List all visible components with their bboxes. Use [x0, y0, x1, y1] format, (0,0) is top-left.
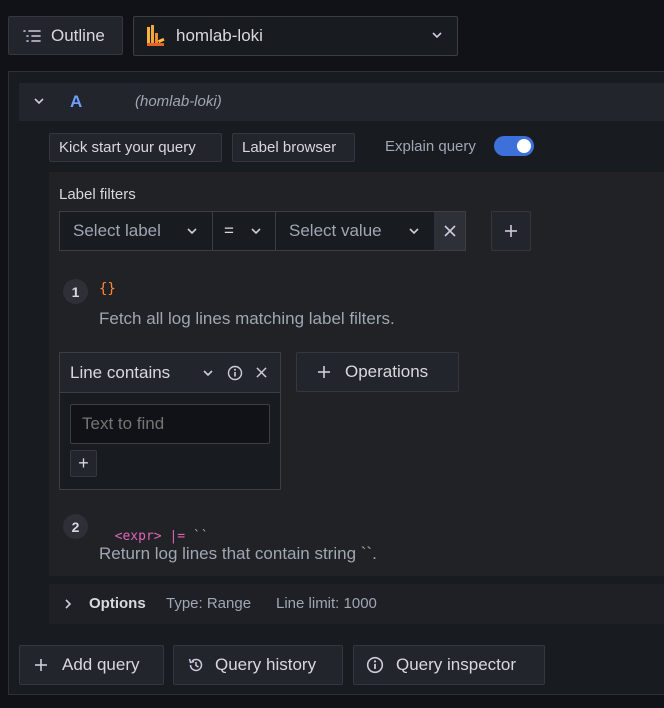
history-icon [187, 656, 205, 674]
toggle-knob [517, 139, 531, 153]
collapse-chevron-icon[interactable] [33, 97, 45, 105]
code-operator: |= [169, 529, 186, 544]
datasource-name: homlab-loki [176, 26, 263, 45]
select-label-placeholder: Select label [73, 221, 161, 240]
query-inspector-button[interactable]: Query inspector [353, 645, 545, 685]
operation-card-header [60, 353, 280, 393]
step-number-badge: 2 [63, 514, 88, 539]
operator-dropdown[interactable]: = [213, 212, 276, 250]
datasource-picker[interactable]: homlab-loki [133, 16, 458, 56]
label-filters-title: Label filters [59, 186, 136, 203]
query-inspector-label: Query inspector [396, 655, 516, 674]
label-browser-button[interactable]: Label browser [232, 133, 355, 162]
select-label-dropdown[interactable]: Select label [60, 212, 213, 250]
outline-button[interactable]: Outline [8, 16, 123, 55]
step-number-badge: 1 [63, 279, 88, 304]
add-query-label: Add query [62, 655, 140, 674]
step-description: Return log lines that contain string ``. [99, 544, 377, 563]
options-line-limit: Line limit: 1000 [276, 595, 377, 612]
add-filter-button[interactable] [491, 211, 531, 251]
plus-icon [504, 224, 518, 238]
options-type: Type: Range [166, 595, 252, 612]
operations-label: Operations [345, 362, 429, 381]
step-number: 1 [71, 283, 80, 300]
explain-query-label: Explain query [385, 138, 476, 155]
plus-icon [34, 658, 48, 672]
kick-start-button[interactable]: Kick start your query [49, 133, 222, 162]
info-icon [366, 656, 384, 674]
close-icon [443, 225, 456, 237]
query-history-button[interactable]: Query history [173, 645, 343, 685]
chevron-down-icon[interactable] [202, 369, 214, 377]
plus-icon [317, 365, 331, 379]
operation-name[interactable]: Line contains [70, 363, 171, 382]
chevron-down-icon [250, 227, 262, 235]
query-history-label: Query history [215, 655, 317, 674]
text-to-find-input[interactable] [70, 404, 270, 444]
select-value-dropdown[interactable]: Select value [276, 212, 434, 250]
query-datasource-hint: (homlab-loki) [135, 93, 222, 110]
chevron-down-icon [186, 227, 198, 235]
add-query-button[interactable]: Add query [19, 645, 164, 685]
list-icon [23, 29, 41, 43]
operator-value: = [224, 221, 234, 240]
remove-filter-button[interactable] [434, 212, 465, 250]
query-header [19, 83, 664, 121]
chevron-down-icon [431, 31, 443, 39]
step-description: Fetch all log lines matching label filte… [99, 309, 395, 328]
step-number: 2 [71, 518, 80, 535]
step-code: {} [99, 281, 116, 297]
options-title: Options [89, 595, 146, 612]
outline-label: Outline [51, 25, 105, 45]
query-ref-id[interactable]: A [70, 92, 83, 111]
close-icon[interactable] [256, 367, 267, 378]
chevron-right-icon[interactable] [64, 598, 72, 610]
label-filter-row [59, 211, 466, 251]
add-param-symbol: + [78, 453, 89, 473]
select-value-placeholder: Select value [289, 221, 382, 240]
loki-logo-icon [146, 24, 166, 48]
operations-button[interactable]: Operations [296, 352, 459, 392]
add-param-button[interactable]: + [70, 450, 97, 477]
info-icon[interactable] [227, 365, 243, 381]
code-string: `` [192, 529, 209, 544]
code-expr: <expr> [114, 529, 162, 544]
explain-query-toggle[interactable] [494, 136, 534, 156]
step-code: <expr> |= `` [99, 514, 209, 544]
options-row[interactable] [49, 584, 664, 624]
chevron-down-icon [408, 227, 420, 235]
